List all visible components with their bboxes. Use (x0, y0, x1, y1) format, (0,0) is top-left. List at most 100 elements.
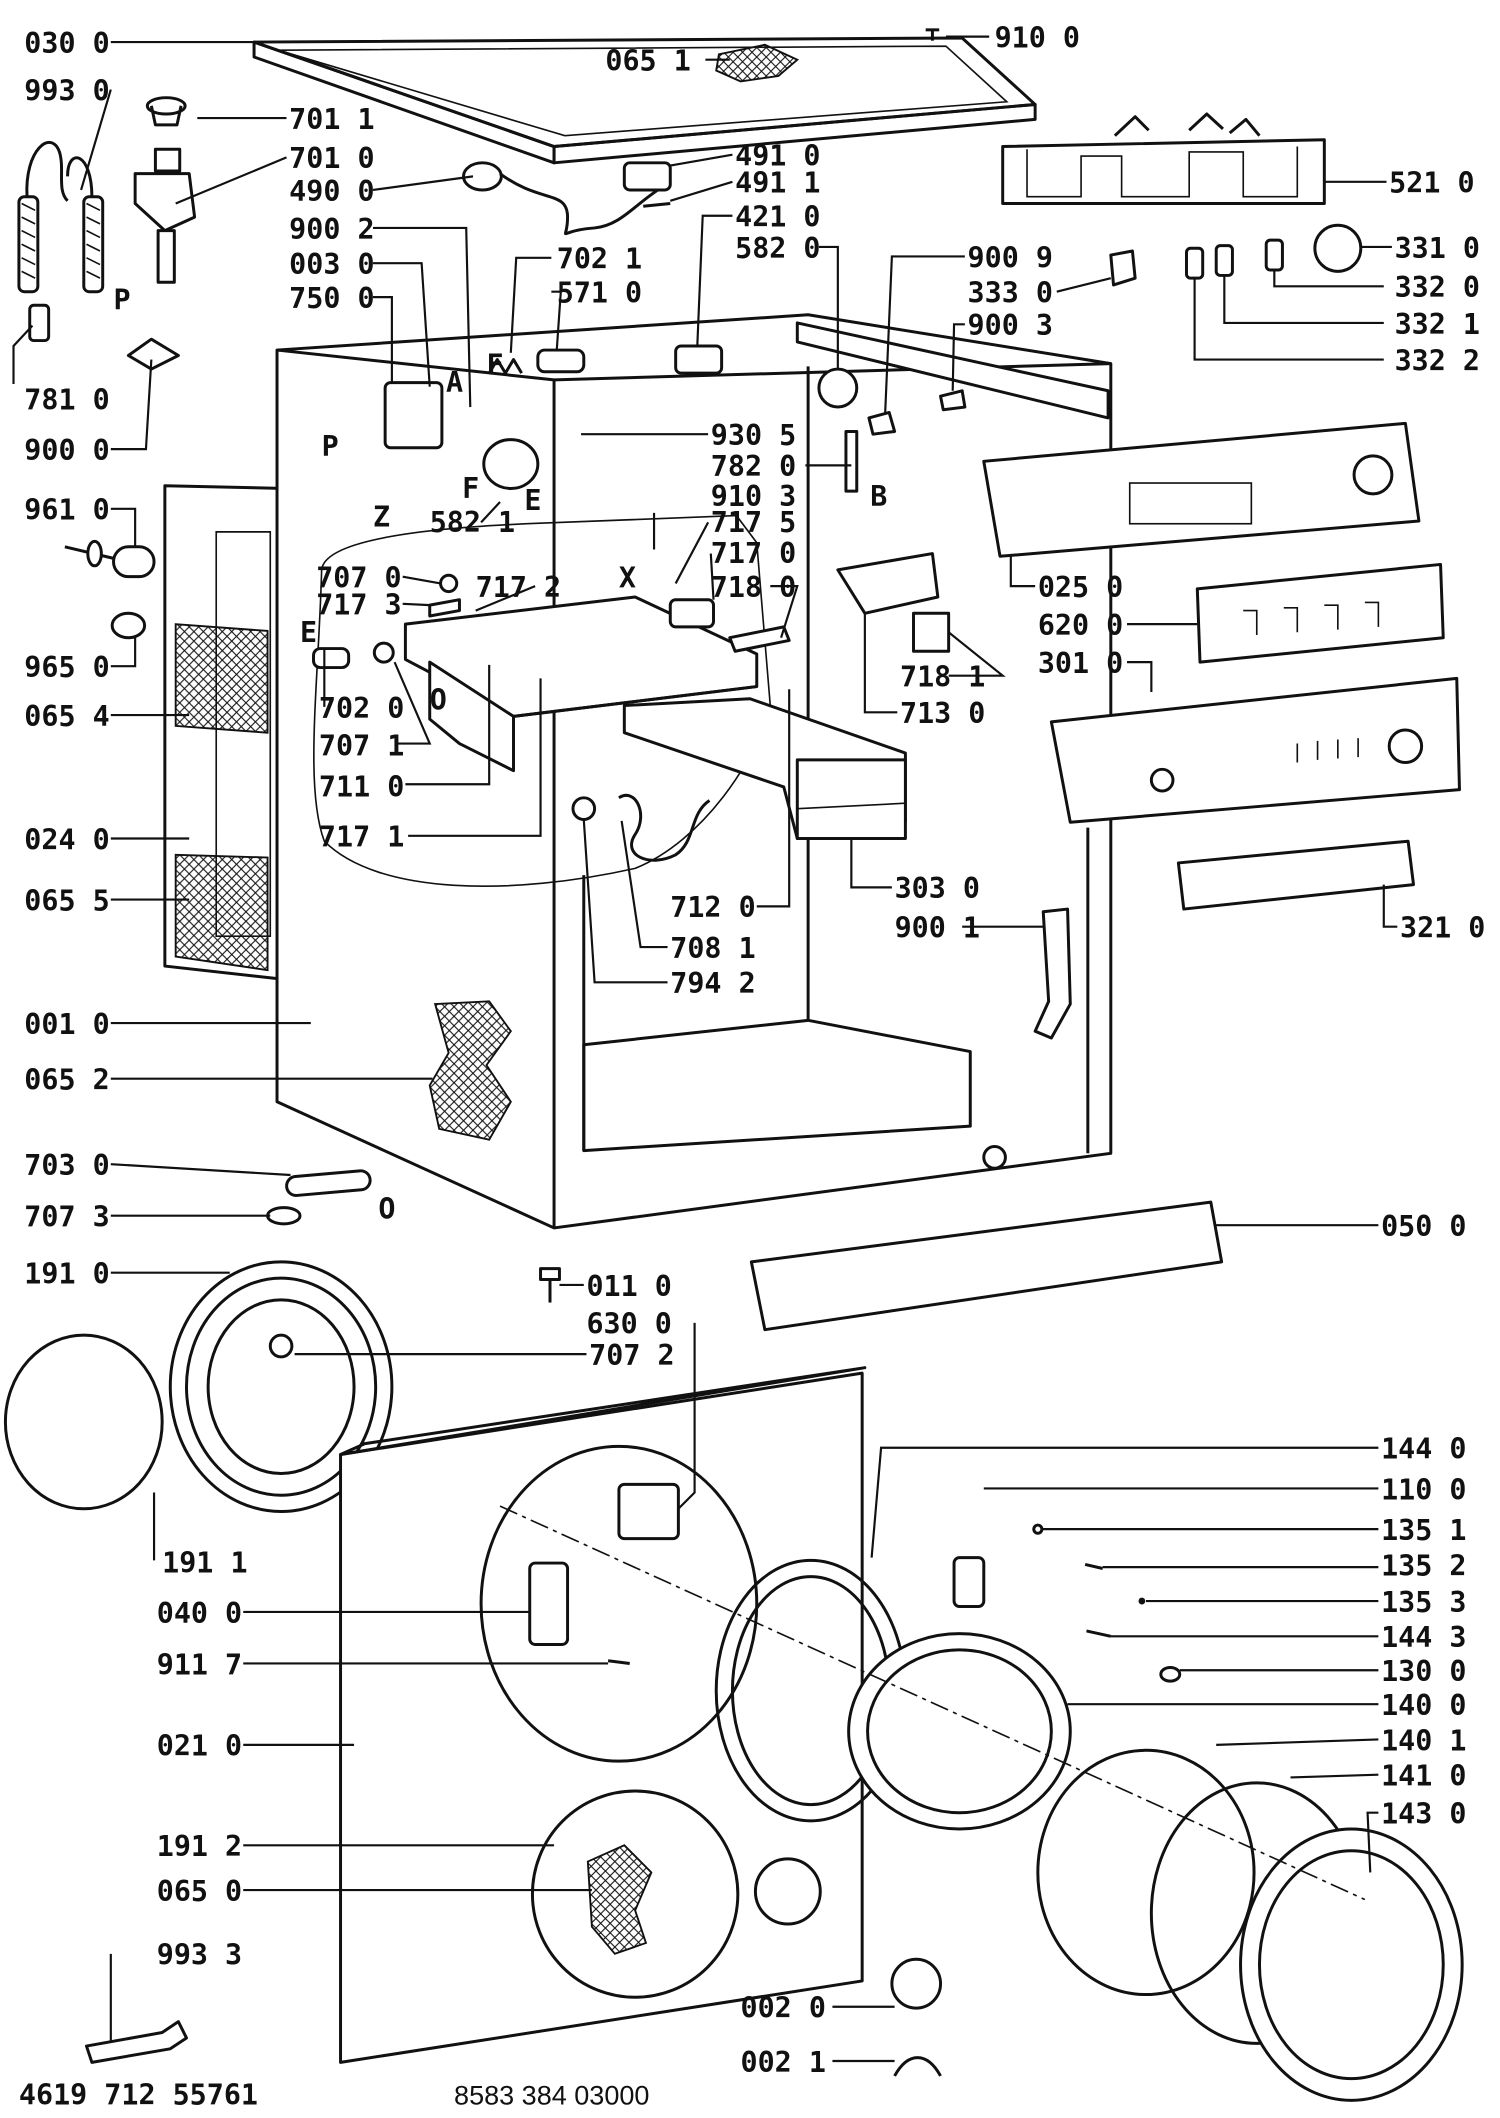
callout-582-0: 582 0 (735, 232, 820, 265)
callout-110-0: 110 0 (1381, 1473, 1466, 1506)
callout-702-1: 702 1 (557, 243, 642, 276)
callout-717-3: 717 3 (316, 589, 401, 622)
callout-965-0: 965 0 (24, 651, 109, 684)
electronic-board (1195, 562, 1445, 664)
valve-717-0 (668, 598, 715, 629)
control-panel (1049, 676, 1461, 824)
callout-135-3: 135 3 (1381, 1586, 1466, 1619)
ref-letter-p-upper: P (114, 283, 131, 316)
door-stop-ball (890, 1957, 943, 2010)
ref-letter-x: X (619, 561, 636, 594)
callout-024-0: 024 0 (24, 823, 109, 856)
control-panel-frame (982, 421, 1421, 558)
callout-065-1: 065 1 (605, 45, 690, 78)
callout-702-0: 702 0 (319, 692, 404, 725)
cable-clip-491-1 (643, 202, 671, 208)
callout-750-0: 750 0 (289, 282, 374, 315)
washer-707-3 (266, 1206, 302, 1226)
panel-overlay (1176, 839, 1415, 911)
callout-711-0: 711 0 (319, 770, 404, 803)
wrench-tool (85, 2020, 188, 2064)
callout-717-2: 717 2 (476, 571, 561, 604)
clip-900-3 (939, 389, 967, 412)
ref-letter-p-lower: P (322, 430, 339, 463)
callout-030-0: 030 0 (24, 27, 109, 60)
footer-codes: 4619 712 55761 8583 384 03000 (19, 2078, 650, 2111)
callout-065-5: 065 5 (24, 884, 109, 917)
part-571 (536, 348, 586, 374)
top-lid (252, 36, 1037, 165)
callout-521-0: 521 0 (1389, 167, 1474, 200)
callout-490-0: 490 0 (289, 175, 374, 208)
callout-065-2: 065 2 (24, 1063, 109, 1096)
connector-421 (674, 344, 724, 375)
callout-707-0: 707 0 (316, 561, 401, 594)
kick-plate (749, 1200, 1224, 1332)
ref-letter-e-upper: E (524, 484, 541, 517)
callout-900-9: 900 9 (968, 241, 1053, 274)
callout-707-3-lower: 707 3 (24, 1201, 109, 1234)
screw-910 (925, 28, 940, 41)
detergent-drawer-top (1001, 112, 1326, 206)
callout-421-0: 421 0 (735, 201, 820, 234)
callout-718-0: 718 0 (711, 571, 796, 604)
door-lock-cable (462, 161, 663, 236)
callout-001-0: 001 0 (24, 1008, 109, 1041)
cable-connector-491 (622, 161, 672, 192)
inlet-filter (28, 303, 51, 343)
screw-911-7 (607, 1659, 630, 1665)
bolt-011 (539, 1267, 561, 1303)
callout-011-0: 011 0 (586, 1270, 671, 1303)
callout-630-0: 630 0 (586, 1308, 671, 1341)
callout-333-0: 333 0 (968, 277, 1053, 310)
knob-group (1109, 223, 1363, 287)
callout-003-0: 003 0 (289, 248, 374, 281)
rod-782 (844, 429, 859, 493)
door-stop-clip (893, 2056, 942, 2077)
callout-025-0: 025 0 (1038, 571, 1123, 604)
callout-900-2: 900 2 (289, 213, 374, 246)
callout-491-1: 491 1 (735, 167, 820, 200)
callout-002-0: 002 0 (741, 1992, 826, 2025)
back-panel (163, 484, 288, 982)
fitting-702-0 (312, 647, 351, 670)
ref-letter-o-upper: O (430, 684, 447, 717)
callout-910-0: 910 0 (995, 21, 1080, 54)
callout-900-3: 900 3 (968, 309, 1053, 342)
callout-782-0: 782 0 (711, 450, 796, 483)
callout-135-1: 135 1 (1381, 1514, 1466, 1547)
ref-letter-o-lower: O (378, 1192, 395, 1225)
ref-letter-z: Z (373, 500, 390, 533)
fitting-707-1 (372, 641, 395, 664)
callout-794-2: 794 2 (670, 967, 755, 1000)
callout-930-5: 930 5 (711, 419, 796, 452)
callout-332-1: 332 1 (1395, 308, 1480, 341)
spring-702-1 (487, 358, 523, 375)
fitting-717-3 (428, 598, 461, 618)
callout-717-5: 717 5 (711, 506, 796, 539)
inlet-hoses (17, 140, 105, 294)
callout-331-0: 331 0 (1395, 232, 1480, 265)
holder-713 (836, 552, 940, 615)
gasket-cover (3, 1333, 164, 1511)
callout-002-1: 002 1 (741, 2046, 826, 2079)
ref-letter-a: A (446, 366, 463, 399)
callout-582-1: 582 1 (430, 506, 515, 539)
callout-135-2: 135 2 (1381, 1549, 1466, 1582)
callout-717-0: 717 0 (711, 537, 796, 570)
callout-143-0: 143 0 (1381, 1798, 1466, 1831)
callout-191-0: 191 0 (24, 1258, 109, 1291)
small-screws (1032, 1523, 1182, 1683)
detergent-drawer (622, 697, 907, 841)
cabinet (275, 313, 1113, 1230)
callout-303-0: 303 0 (895, 872, 980, 905)
part-drawings (3, 28, 1464, 2102)
clip-900-9 (867, 410, 897, 436)
callout-191-2: 191 2 (157, 1830, 242, 1863)
dispenser-area-outline (313, 514, 772, 887)
callout-144-3: 144 3 (1381, 1621, 1466, 1654)
dispenser-hose (618, 794, 711, 862)
callout-620-0: 620 0 (1038, 609, 1123, 642)
callout-140-0: 140 0 (1381, 1689, 1466, 1722)
